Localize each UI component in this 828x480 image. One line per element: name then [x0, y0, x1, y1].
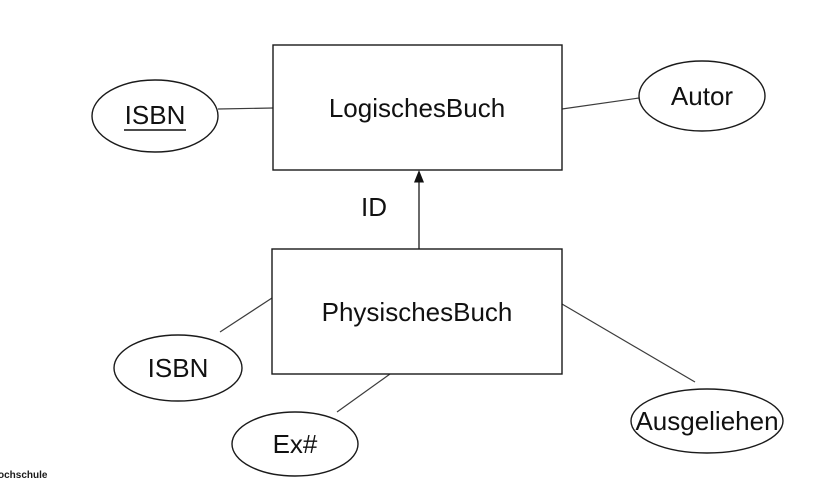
entity-physisches-buch: PhysischesBuch [271, 248, 563, 375]
hochschule-watermark-text: ochschule [0, 470, 48, 480]
entity-physisches-buch-box [271, 248, 563, 375]
attribute-ausgeliehen-label: Ausgeliehen [635, 406, 778, 436]
attribute-ex-nummer-label: Ex# [273, 429, 318, 459]
entity-logisches-buch-label: LogischesBuch [329, 93, 505, 123]
entity-logisches-buch: LogischesBuch [272, 44, 563, 171]
attribute-autor-label: Autor [671, 81, 733, 111]
id-arrowhead-icon [414, 170, 424, 183]
relationship-id-arrow: ID [361, 170, 424, 249]
edge-isbn-to-logischesbuch [217, 107, 274, 110]
edge-physischesbuch-to-ausgeliehen [561, 303, 696, 383]
attribute-isbn-key: ISBN [91, 79, 219, 153]
entity-physisches-buch-label: PhysischesBuch [322, 297, 513, 327]
attribute-isbn-key-ellipse [91, 79, 219, 153]
edge-isbn-to-physischesbuch [219, 297, 273, 333]
edge-physischesbuch-to-ex [336, 373, 391, 413]
attribute-ex-nummer: Ex# [231, 411, 359, 477]
attribute-ausgeliehen-ellipse [630, 388, 784, 454]
relationship-label-id: ID [361, 192, 387, 222]
attribute-ausgeliehen: Ausgeliehen [630, 388, 784, 454]
attribute-isbn-physisch-ellipse [113, 334, 243, 402]
entity-logisches-buch-box [272, 44, 563, 171]
attribute-isbn-physisch: ISBN [113, 334, 243, 402]
attribute-autor-ellipse [638, 60, 766, 132]
edge-logischesbuch-to-autor [561, 97, 640, 110]
attribute-isbn-key-label: ISBN [125, 100, 186, 130]
attribute-autor: Autor [638, 60, 766, 132]
attribute-ex-nummer-ellipse [231, 411, 359, 477]
attribute-isbn-physisch-label: ISBN [148, 353, 209, 383]
